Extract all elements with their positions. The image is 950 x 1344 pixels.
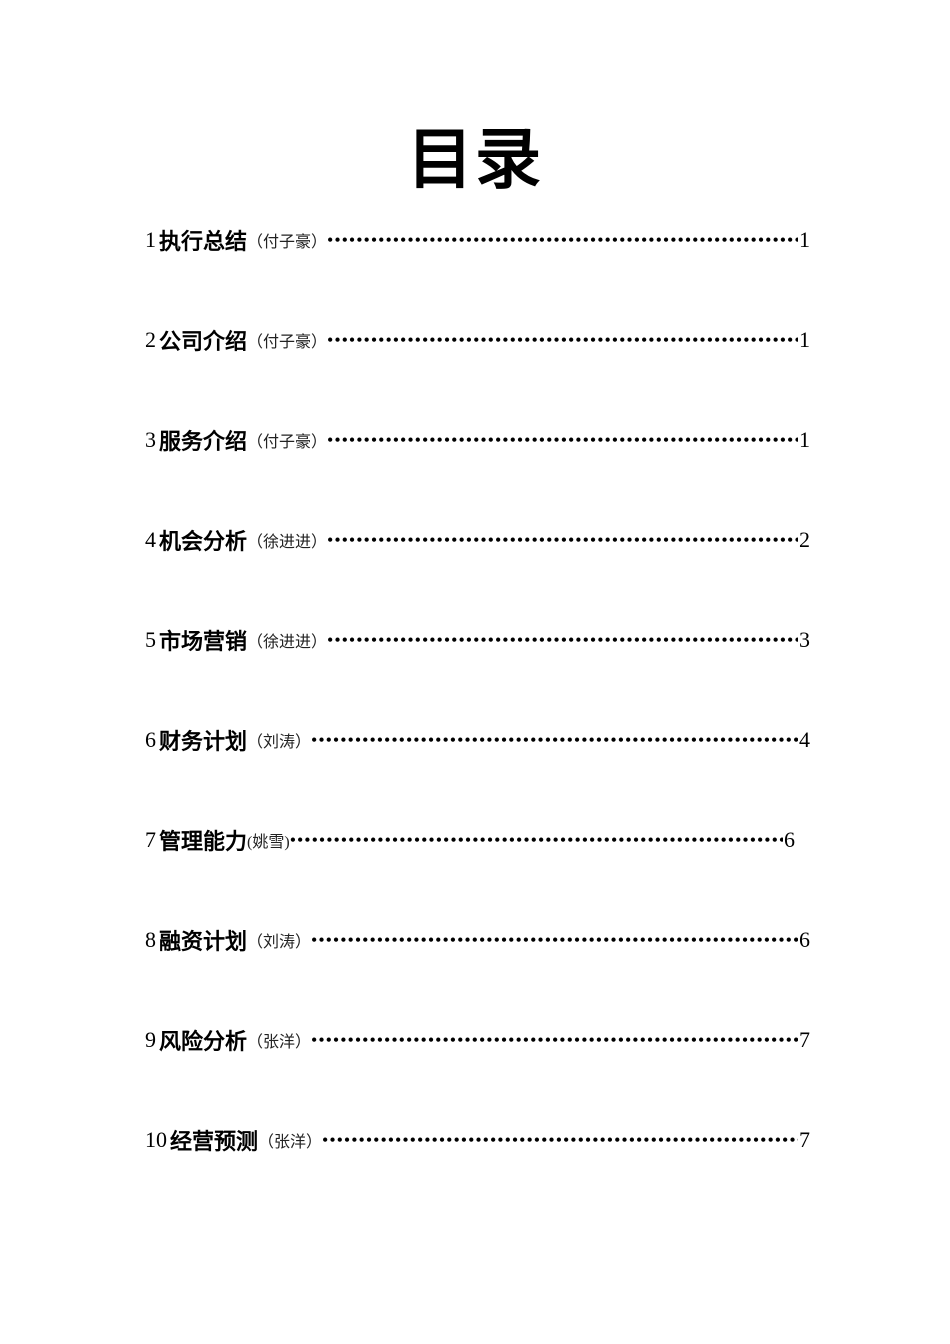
entry-number: 4 — [145, 527, 156, 552]
dot-leader: ••••••••••••••••••••••••••••••••••••••••… — [289, 829, 783, 850]
entry-page-number: 7 — [799, 1127, 810, 1152]
toc-entry-8[interactable]: 8 融资计划 （刘涛） ••••••••••••••••••••••••••••… — [145, 922, 810, 958]
dot-leader: ••••••••••••••••••••••••••••••••••••••••… — [311, 1029, 798, 1050]
entry-author: （付子豪） — [247, 234, 328, 251]
dot-leader: ••••••••••••••••••••••••••••••••••••••••… — [327, 329, 798, 350]
entry-page-number: 3 — [799, 627, 810, 652]
entry-heading: 财务计划 — [159, 729, 248, 754]
document-title: 目录 — [407, 124, 543, 197]
toc-entry-3[interactable]: 3 服务介绍 （付子豪） •••••••••••••••••••••••••••… — [145, 422, 810, 458]
toc-entry-10[interactable]: 10 经营预测 （张洋） •••••••••••••••••••••••••••… — [145, 1122, 810, 1158]
dot-leader: ••••••••••••••••••••••••••••••••••••••••… — [322, 1129, 798, 1150]
entry-author: （徐进进） — [247, 534, 328, 551]
dot-leader: ••••••••••••••••••••••••••••••••••••••••… — [327, 529, 798, 550]
entry-page-number: 4 — [799, 727, 810, 752]
entry-heading: 管理能力 — [159, 829, 248, 854]
entry-page-number: 6 — [799, 927, 810, 952]
toc-entry-9[interactable]: 9 风险分析 （张洋） ••••••••••••••••••••••••••••… — [145, 1022, 810, 1058]
dot-leader: ••••••••••••••••••••••••••••••••••••••••… — [327, 629, 798, 650]
dot-leader: ••••••••••••••••••••••••••••••••••••••••… — [327, 429, 798, 450]
entry-number: 6 — [145, 727, 156, 752]
entry-number: 9 — [145, 1027, 156, 1052]
entry-author: （张洋） — [258, 1134, 323, 1151]
entry-number: 1 — [145, 227, 156, 252]
entry-author: (姚雪) — [247, 834, 290, 851]
toc-entry-1[interactable]: 1 执行总结 （付子豪） •••••••••••••••••••••••••••… — [145, 222, 810, 258]
entry-page-number: 7 — [799, 1027, 810, 1052]
entry-page-number: 1 — [799, 327, 810, 352]
entry-page-number: 2 — [799, 527, 810, 552]
entry-author: （刘涛） — [247, 934, 312, 951]
entry-heading: 风险分析 — [159, 1029, 248, 1054]
entry-heading: 公司介绍 — [159, 329, 248, 354]
entry-author: （付子豪） — [247, 334, 328, 351]
entry-author: （张洋） — [247, 1034, 312, 1051]
toc-entry-2[interactable]: 2 公司介绍 （付子豪） •••••••••••••••••••••••••••… — [145, 322, 810, 358]
entry-heading: 融资计划 — [159, 929, 248, 954]
toc-entry-7[interactable]: 7 管理能力 (姚雪) ••••••••••••••••••••••••••••… — [145, 822, 795, 858]
entry-heading: 经营预测 — [170, 1129, 259, 1154]
entry-number: 7 — [145, 827, 156, 852]
toc-entry-4[interactable]: 4 机会分析 （徐进进） •••••••••••••••••••••••••••… — [145, 522, 810, 558]
dot-leader: ••••••••••••••••••••••••••••••••••••••••… — [327, 229, 798, 250]
entry-number: 5 — [145, 627, 156, 652]
entry-author: （徐进进） — [247, 634, 328, 651]
entry-author: （刘涛） — [247, 734, 312, 751]
dot-leader: ••••••••••••••••••••••••••••••••••••••••… — [311, 729, 798, 750]
entry-page-number: 1 — [799, 427, 810, 452]
entry-heading: 机会分析 — [159, 529, 248, 554]
toc-entry-6[interactable]: 6 财务计划 （刘涛） ••••••••••••••••••••••••••••… — [145, 722, 810, 758]
entry-number: 10 — [145, 1127, 167, 1152]
entry-heading: 执行总结 — [159, 229, 248, 254]
entry-page-number: 6 — [784, 827, 795, 852]
entry-number: 8 — [145, 927, 156, 952]
entry-heading: 市场营销 — [159, 629, 248, 654]
entry-heading: 服务介绍 — [159, 429, 248, 454]
entry-author: （付子豪） — [247, 434, 328, 451]
dot-leader: ••••••••••••••••••••••••••••••••••••••••… — [311, 929, 798, 950]
entry-number: 3 — [145, 427, 156, 452]
entry-number: 2 — [145, 327, 156, 352]
toc-entry-5[interactable]: 5 市场营销 （徐进进） •••••••••••••••••••••••••••… — [145, 622, 810, 658]
entry-page-number: 1 — [799, 227, 810, 252]
